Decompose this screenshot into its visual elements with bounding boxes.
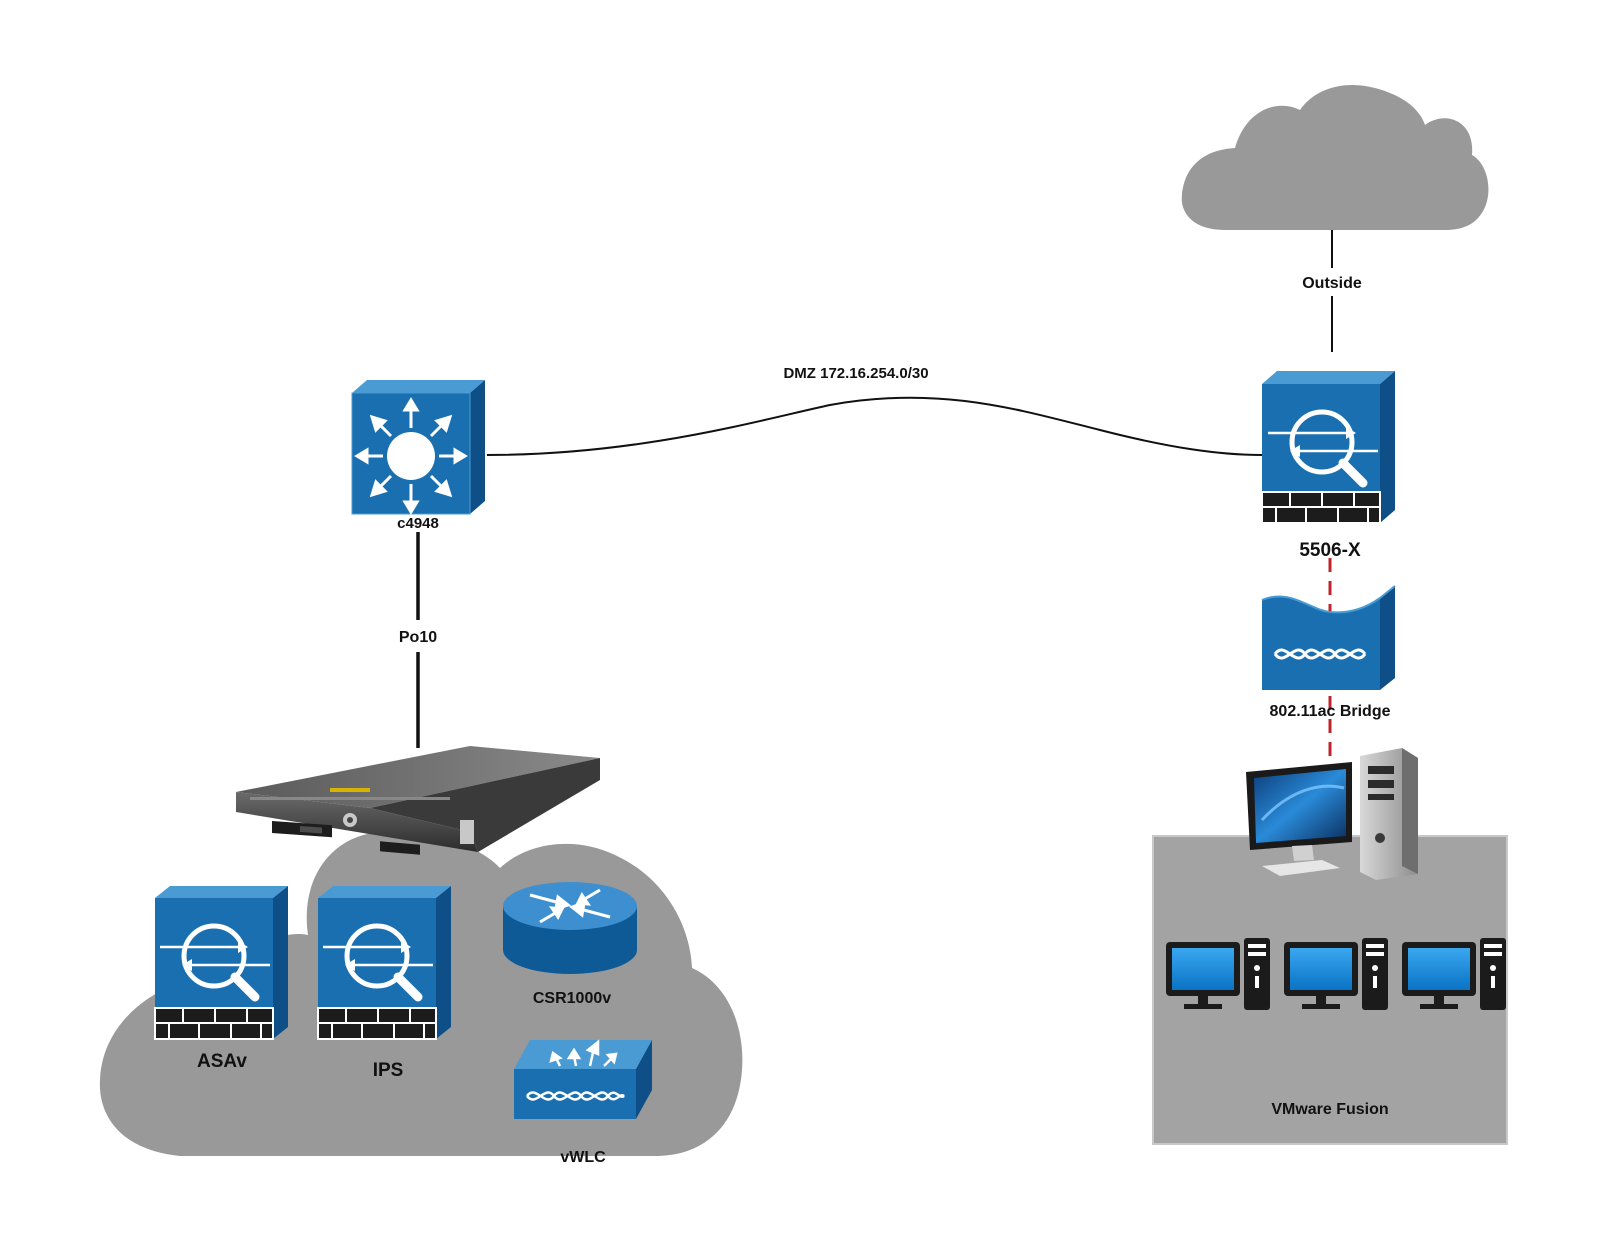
vmware-label: VMware Fusion [1271, 1101, 1388, 1118]
desktop-computer-icon [1284, 938, 1388, 1010]
wireless-bridge-icon[interactable] [1261, 585, 1396, 690]
vwlc-label: vWLC [560, 1149, 606, 1166]
asa-firewall-icon[interactable] [154, 886, 288, 1040]
outside-label: Outside [1302, 275, 1362, 292]
router-icon[interactable] [503, 882, 637, 974]
desktop-computer-icon [1402, 938, 1506, 1010]
ips-label: IPS [373, 1060, 404, 1081]
switch-label: c4948 [397, 515, 439, 532]
wireless-controller-icon[interactable] [514, 1039, 652, 1119]
bridge-label: 802.11ac Bridge [1270, 703, 1391, 720]
dmz-link [486, 396, 1263, 456]
desktop-computer-icon[interactable] [1246, 748, 1418, 880]
desktop-computer-icon [1166, 938, 1270, 1010]
cloud-icon [1181, 84, 1489, 231]
asa-firewall-icon[interactable] [317, 886, 451, 1040]
firewall-label: 5506-X [1299, 540, 1361, 561]
portchannel-label: Po10 [399, 629, 437, 646]
layer3-switch-icon[interactable] [351, 380, 485, 515]
asav-label: ASAv [197, 1051, 247, 1072]
rack-server-icon[interactable] [236, 746, 600, 855]
asa-firewall-icon[interactable] [1261, 371, 1395, 524]
csr-label: CSR1000v [533, 990, 611, 1007]
dmz-label: DMZ 172.16.254.0/30 [783, 365, 928, 382]
